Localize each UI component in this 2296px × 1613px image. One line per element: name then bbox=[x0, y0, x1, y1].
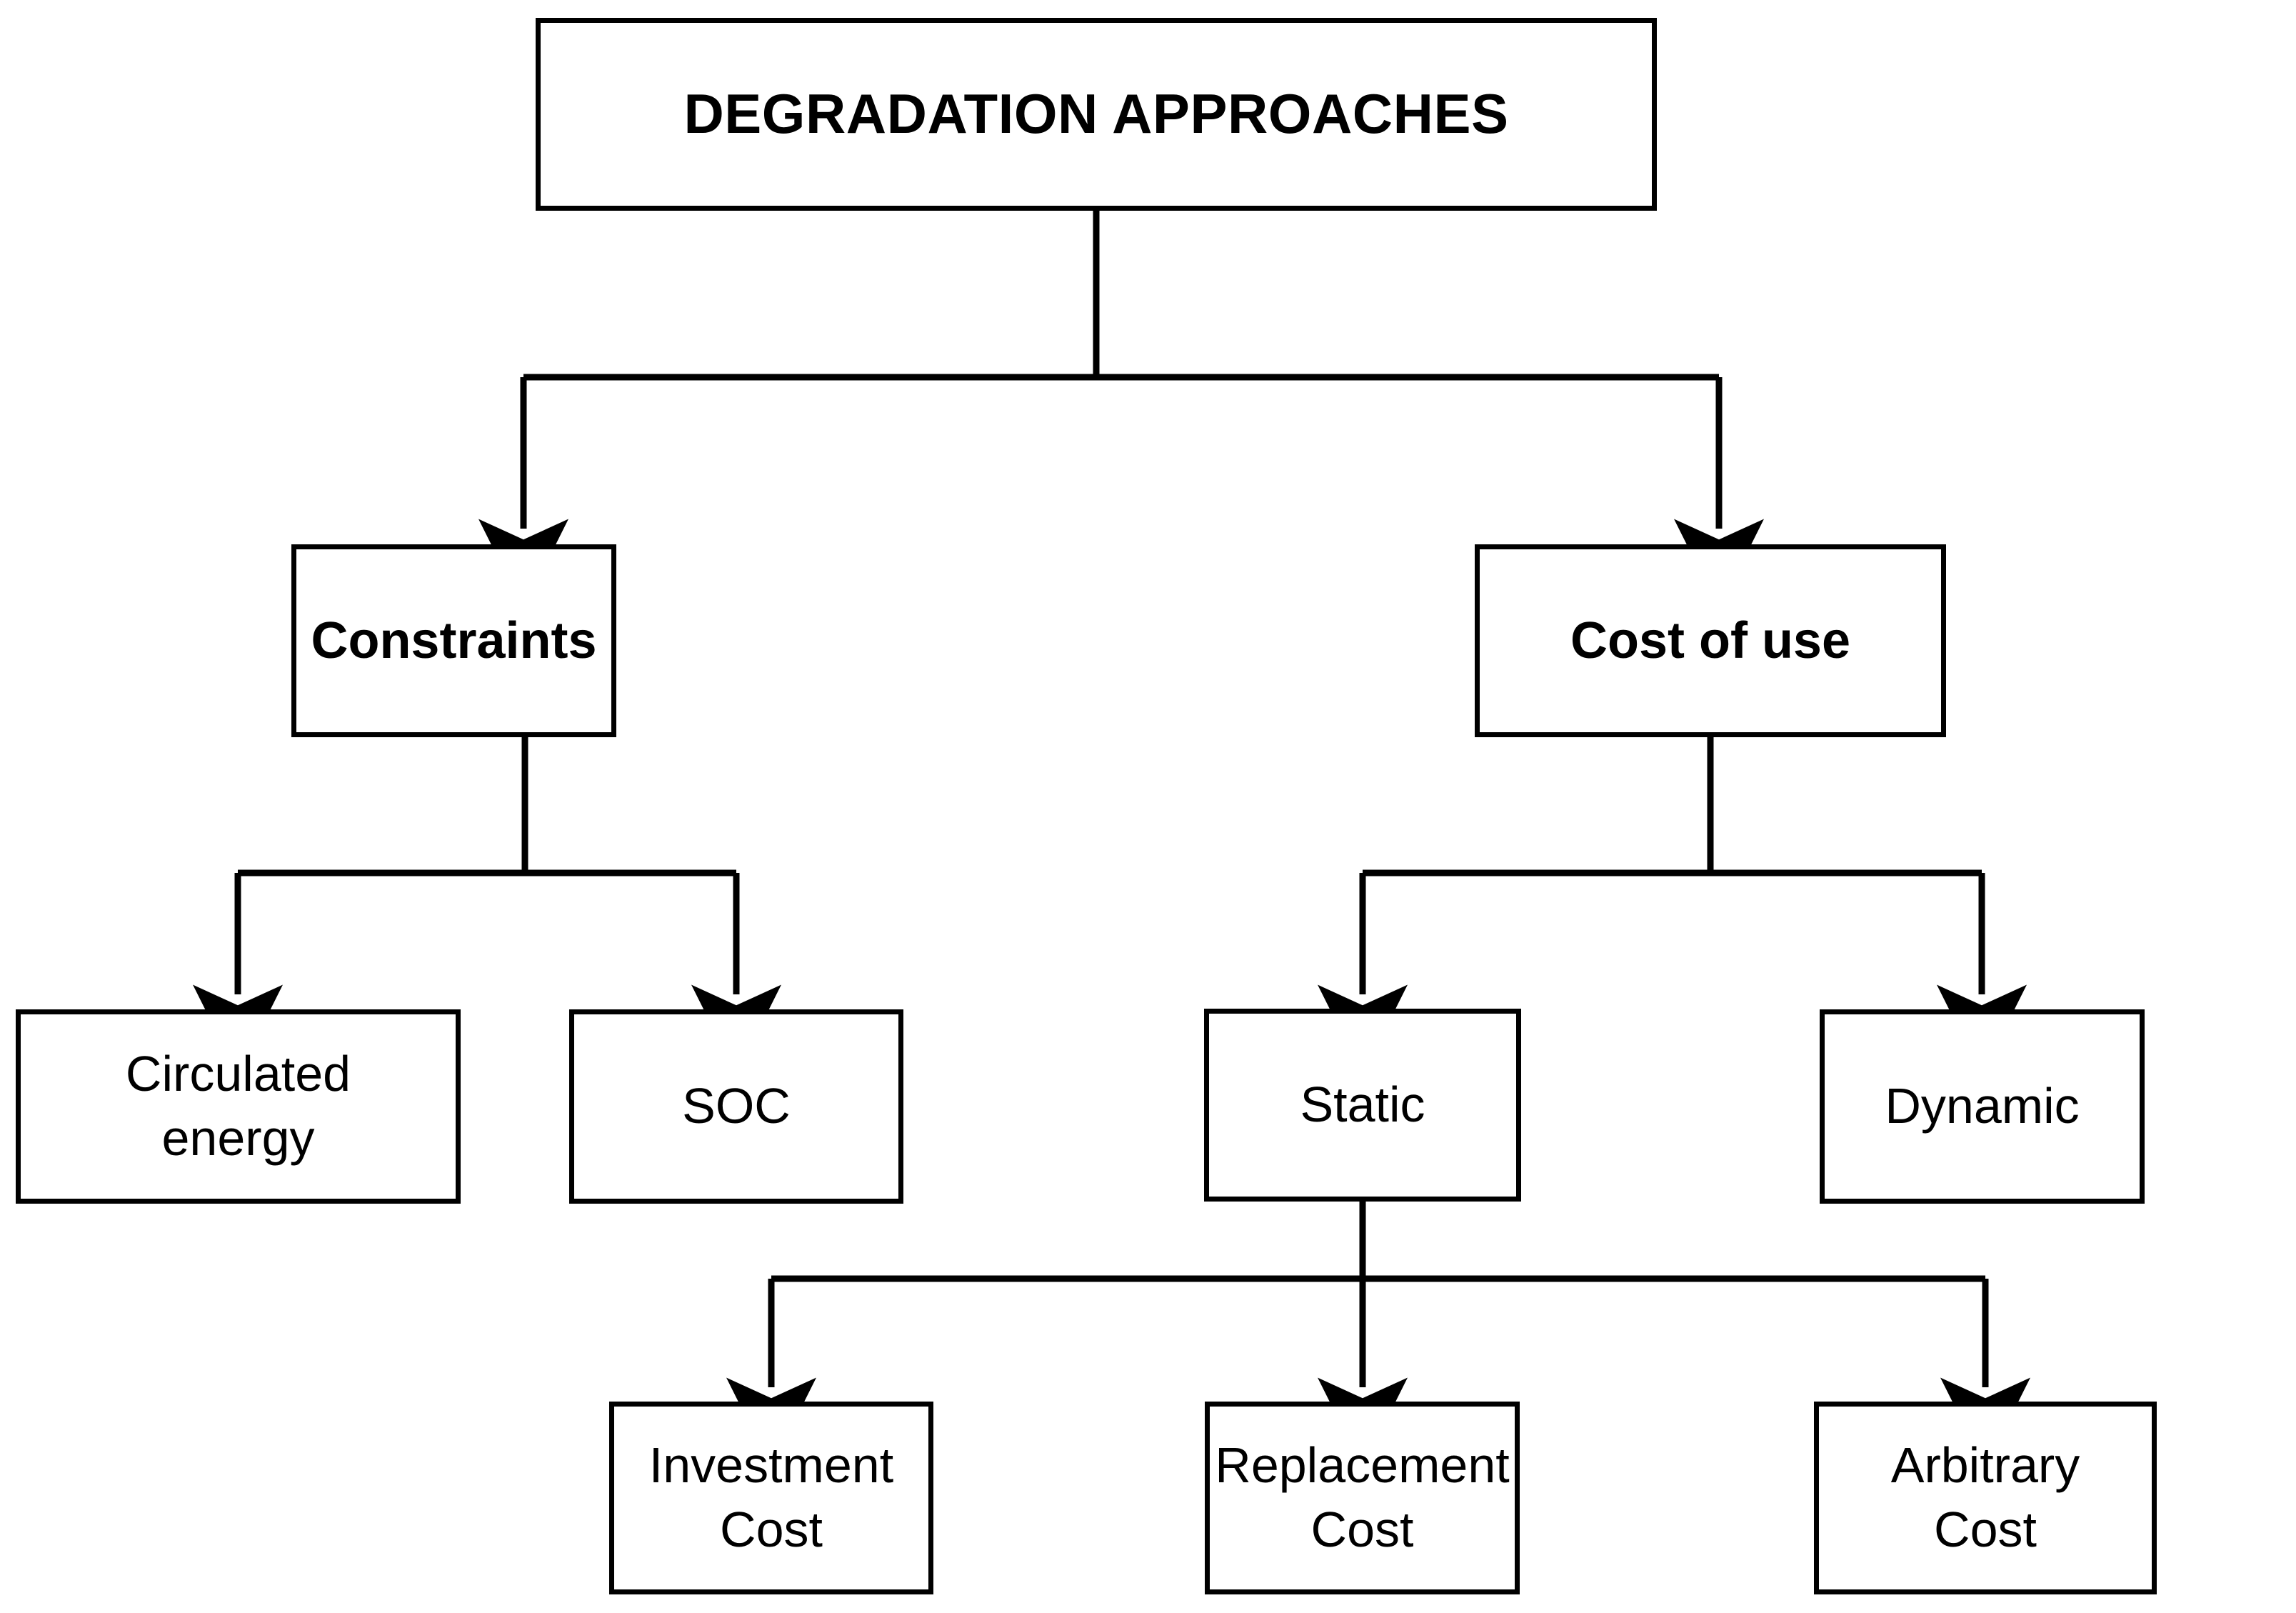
node-cost-of-use[interactable]: Cost of use bbox=[1475, 544, 1946, 737]
node-constraints[interactable]: Constraints bbox=[291, 544, 616, 737]
node-degradation-approaches[interactable]: DEGRADATION APPROACHES bbox=[536, 18, 1657, 211]
edge-constraints-to-children bbox=[193, 737, 781, 1075]
node-dynamic[interactable]: Dynamic bbox=[1820, 1009, 2145, 1204]
edge-costofuse-to-children bbox=[1318, 737, 2027, 1075]
node-arbitrary-cost[interactable]: Arbitrary Cost bbox=[1814, 1402, 2157, 1594]
node-replacement-cost[interactable]: Replacement Cost bbox=[1205, 1402, 1520, 1594]
edge-root-to-level1 bbox=[478, 211, 1764, 609]
node-soc[interactable]: SOC bbox=[569, 1009, 903, 1204]
node-investment-cost[interactable]: Investment Cost bbox=[609, 1402, 933, 1594]
node-circulated-energy[interactable]: Circulated energy bbox=[16, 1009, 461, 1204]
edge-static-to-children bbox=[726, 1202, 2030, 1468]
node-static[interactable]: Static bbox=[1204, 1009, 1521, 1202]
